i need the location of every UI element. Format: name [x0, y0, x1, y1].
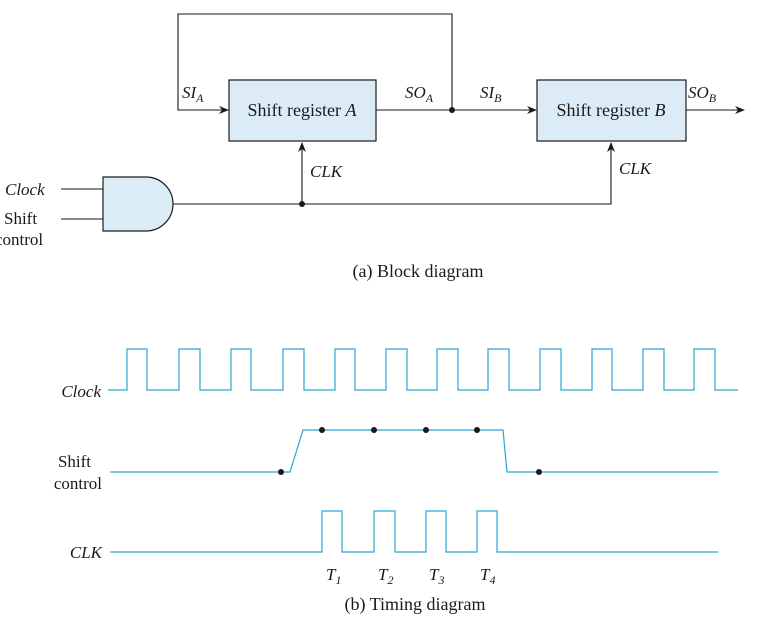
pulse-label-t3: T3	[429, 565, 444, 587]
so-a-label: SOA	[405, 83, 434, 105]
control-input-label: control	[0, 230, 43, 249]
clk-a-label: CLK	[310, 162, 344, 181]
shift-register-a-label: Shift register A	[248, 100, 358, 120]
timing-diagram: Clock Shift control CLK T1 T2 T3 T4 (b) …	[54, 348, 738, 615]
clock-waveform-label: Clock	[61, 382, 101, 401]
feedback-wire	[177, 13, 453, 114]
shift-control-waveform	[110, 429, 718, 473]
shift-register-b-label: Shift register B	[557, 100, 666, 120]
shift-register-a-block	[228, 79, 377, 142]
sample-dot	[423, 427, 429, 433]
sample-dot	[278, 469, 284, 475]
shift-control-waveform-label-2: control	[54, 474, 102, 493]
clk-waveform	[110, 510, 718, 553]
clk-b-label: CLK	[619, 159, 653, 178]
sample-dot	[319, 427, 325, 433]
pulse-label-t2: T2	[378, 565, 393, 587]
block-diagram-caption: (a) Block diagram	[353, 261, 484, 282]
so-b-label: SOB	[688, 83, 717, 105]
pulse-label-t1: T1	[326, 565, 341, 587]
si-a-label: SIA	[182, 83, 204, 105]
sample-dot	[474, 427, 480, 433]
shift-register-b-block	[536, 79, 687, 142]
and-gate	[102, 176, 174, 232]
block-diagram: Shift register A Shift register B SIA SO…	[0, 13, 745, 282]
junction-dot	[449, 107, 455, 113]
shift-input-label: Shift	[4, 209, 37, 228]
clk-junction-dot	[299, 201, 305, 207]
gated-clock-wire	[173, 142, 615, 205]
shift-control-sample-dots	[278, 427, 542, 475]
sample-dot	[371, 427, 377, 433]
clk-waveform-label: CLK	[70, 543, 104, 562]
clock-input-label: Clock	[5, 180, 45, 199]
timing-diagram-caption: (b) Timing diagram	[344, 594, 485, 615]
clock-waveform	[108, 348, 738, 391]
shift-control-waveform-label-1: Shift	[58, 452, 91, 471]
si-b-label: SIB	[480, 83, 502, 105]
pulse-label-t4: T4	[480, 565, 495, 587]
sample-dot	[536, 469, 542, 475]
